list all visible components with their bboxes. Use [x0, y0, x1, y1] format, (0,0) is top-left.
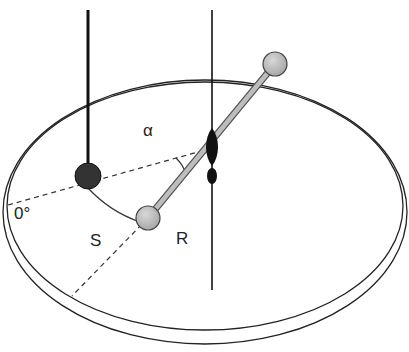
fibre-weight [207, 168, 217, 184]
suspension-wire [87, 10, 90, 168]
dish-rim-inner [7, 82, 403, 330]
rod [148, 64, 275, 218]
arc-s [88, 188, 140, 222]
small-mass [263, 52, 287, 76]
large-mass [75, 163, 101, 189]
radius-label: R [176, 230, 188, 247]
arc-label: S [90, 232, 101, 249]
angle-zero-label: 0° [14, 205, 30, 222]
rod-outline [148, 64, 275, 218]
small-mass [136, 206, 160, 230]
deflection-line [72, 218, 148, 296]
angle-label: α [143, 122, 153, 139]
zero-reference-line [8, 150, 205, 205]
mirror-clamp [206, 128, 218, 166]
dish-rim-outer [3, 80, 407, 344]
